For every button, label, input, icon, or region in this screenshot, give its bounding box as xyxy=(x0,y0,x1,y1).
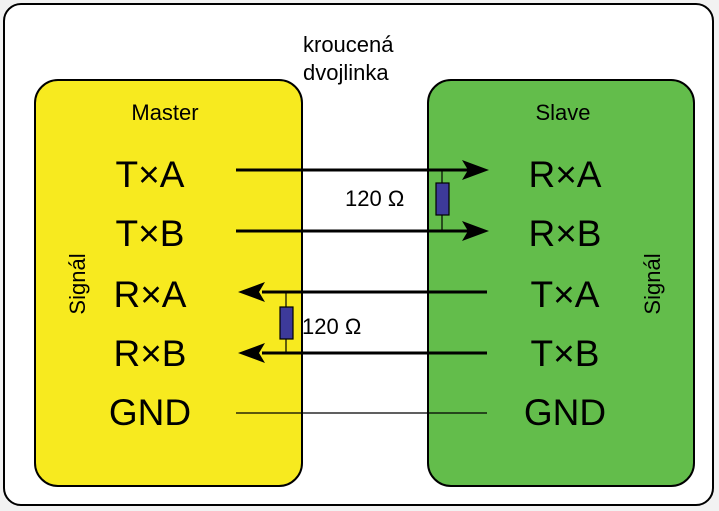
resistor-top xyxy=(435,170,450,231)
master-signal-txb: T×B xyxy=(115,213,185,254)
slave-signal-gnd: GND xyxy=(523,392,607,433)
arrow-slave-rxa xyxy=(462,160,489,180)
master-signal-rxb: R×B xyxy=(113,333,187,374)
master-title: Master xyxy=(131,100,199,125)
slave-signal-rxb: R×B xyxy=(528,213,602,254)
slave-signal-txb: T×B xyxy=(530,333,600,374)
resistor-top-label: 120 Ω xyxy=(345,186,405,211)
twisted-pair-label-line1: kroucená xyxy=(303,32,394,57)
master-signal-rxa: R×A xyxy=(113,274,187,315)
arrow-slave-rxb xyxy=(462,221,489,241)
resistor-bottom-label: 120 Ω xyxy=(302,314,362,339)
slave-signal-txa: T×A xyxy=(530,274,600,315)
twisted-pair-label-line2: dvojlinka xyxy=(303,60,389,85)
master-signal-txa: T×A xyxy=(115,154,185,195)
master-box: Master Signál T×A T×B R×A R×B GND xyxy=(34,79,303,487)
slave-box: Slave Signál R×A R×B T×A T×B GND xyxy=(427,79,695,487)
slave-title: Slave xyxy=(535,100,591,125)
arrow-master-rxb xyxy=(238,343,265,363)
slave-signal-rxa: R×A xyxy=(528,154,602,195)
master-signal-gnd: GND xyxy=(108,392,192,433)
resistor-bottom xyxy=(279,292,294,353)
arrow-master-rxa xyxy=(238,282,265,302)
